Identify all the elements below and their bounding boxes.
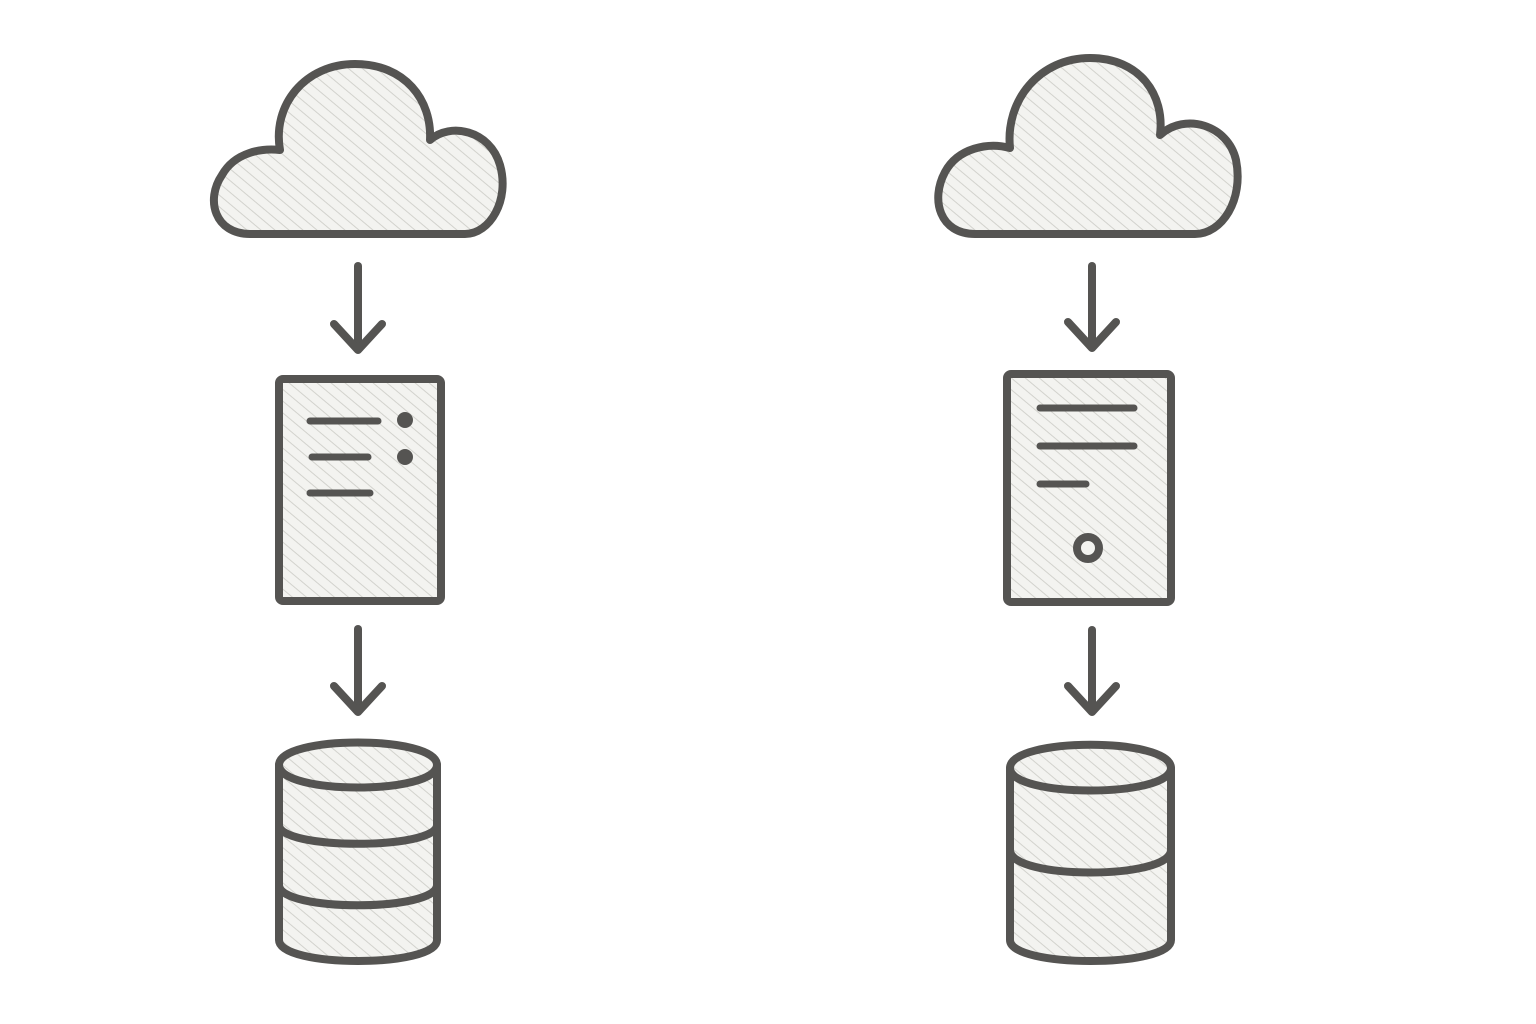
cloud-icon	[934, 54, 1242, 238]
power-button-icon	[1073, 533, 1103, 563]
arrow-down-icon	[330, 262, 386, 354]
arrow-down-icon	[330, 625, 386, 716]
cloud-icon	[210, 60, 507, 238]
server-icon	[1003, 370, 1175, 606]
arrow-down-icon	[1064, 262, 1120, 352]
arrow-down-icon	[1064, 626, 1120, 716]
database-icon	[1006, 740, 1175, 965]
left-column	[210, 60, 507, 965]
right-column	[934, 54, 1242, 965]
server-icon	[275, 375, 445, 605]
database-icon	[275, 738, 441, 965]
